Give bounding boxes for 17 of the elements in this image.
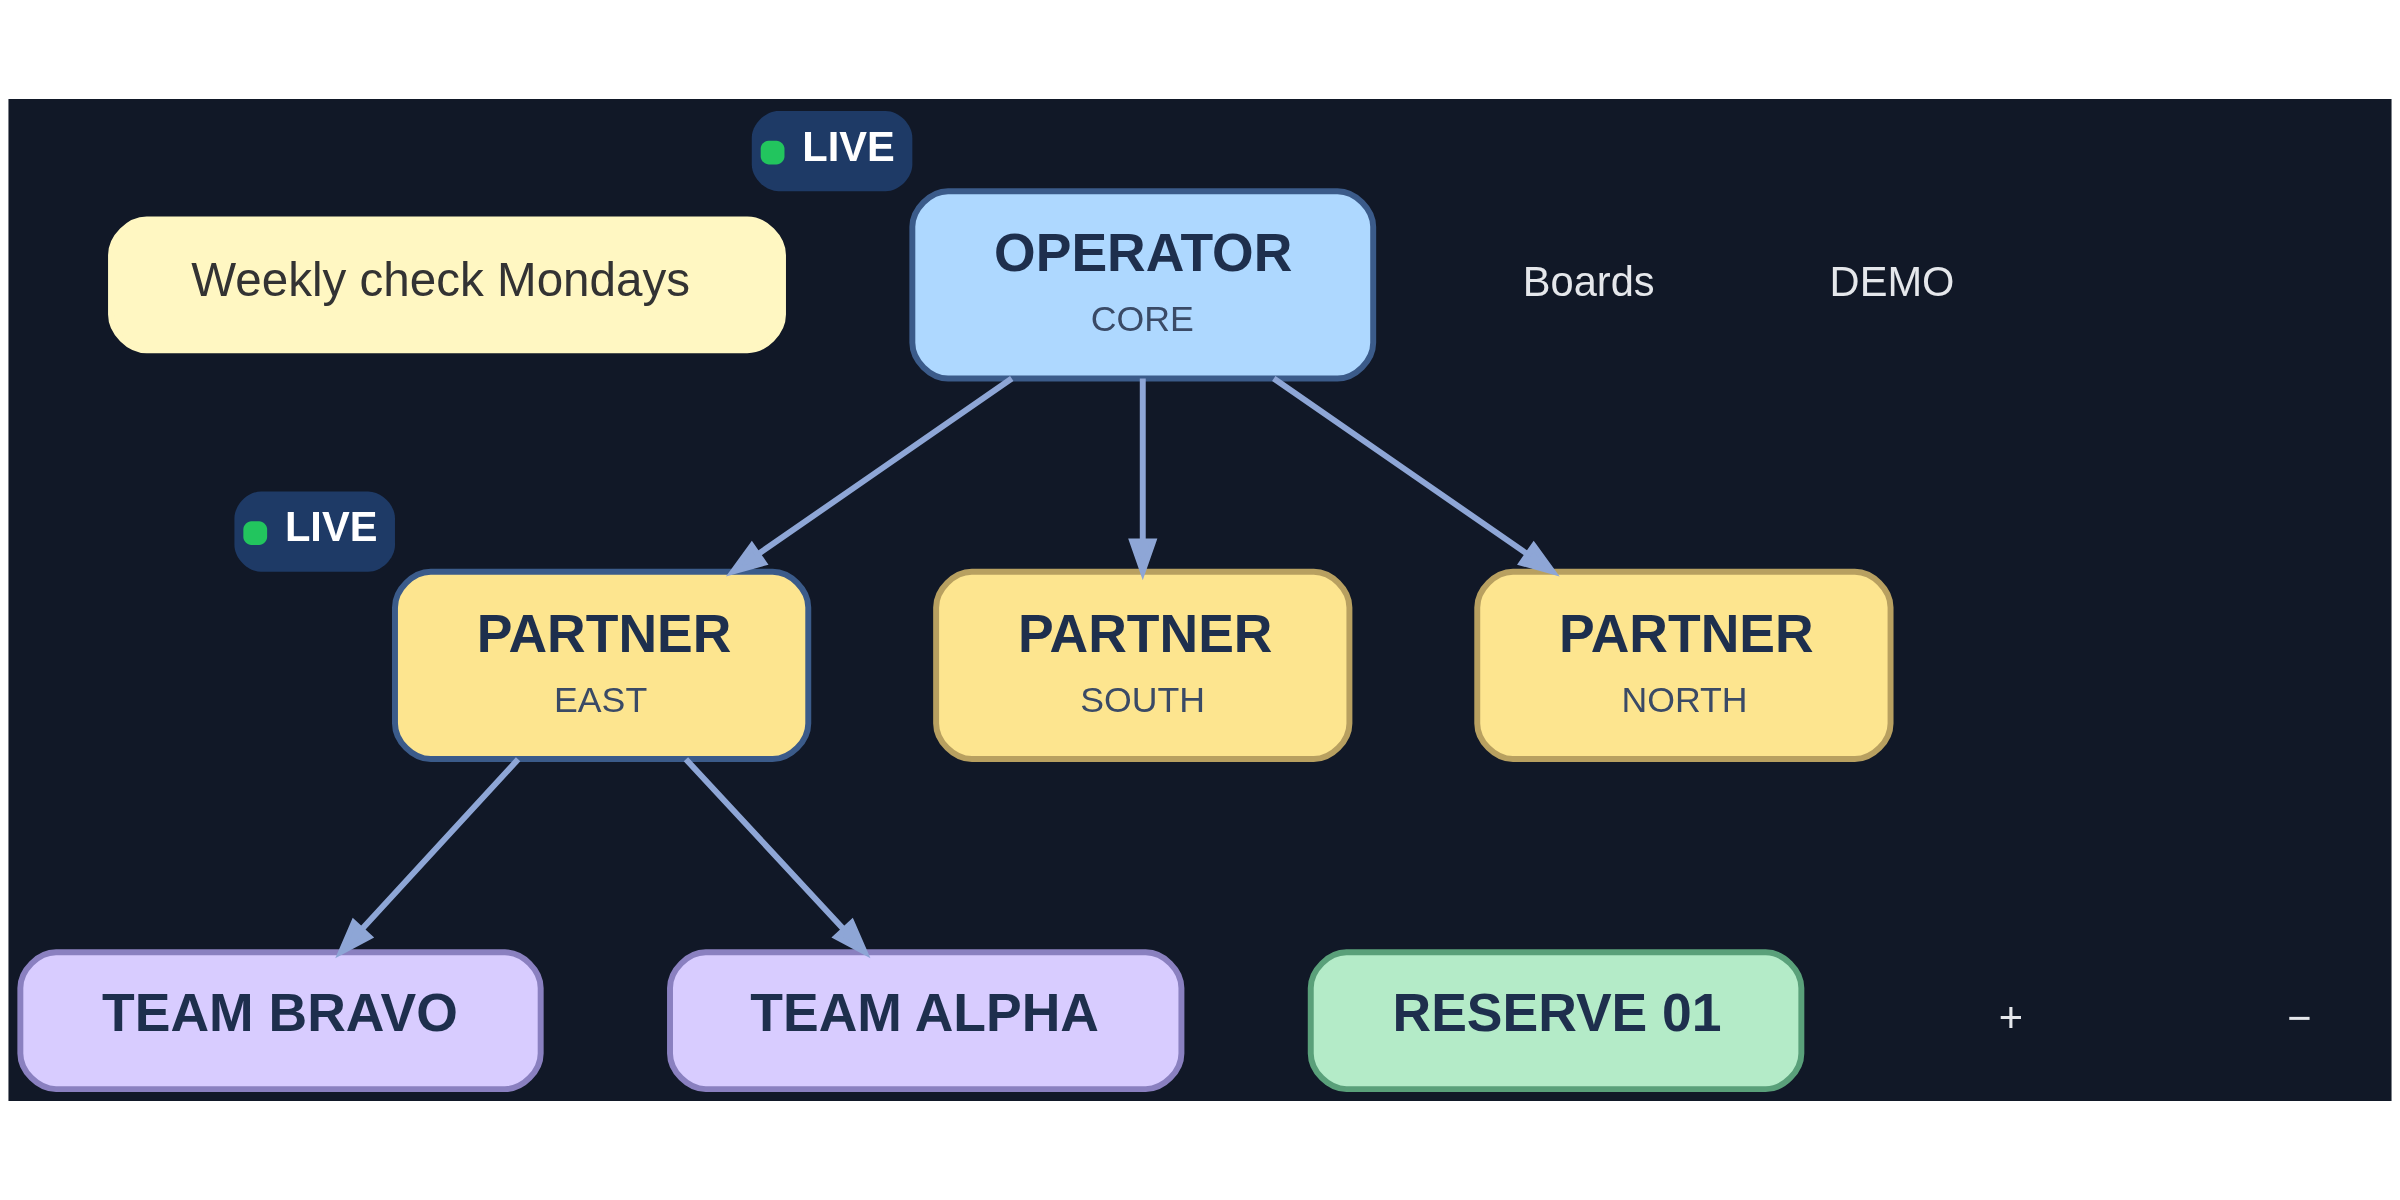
label: − bbox=[2287, 993, 2312, 1041]
node-box: PARTNER SOUTH bbox=[933, 568, 1353, 763]
arrow bbox=[725, 376, 1014, 577]
arrow bbox=[335, 757, 521, 959]
arrow bbox=[683, 757, 871, 959]
node-box: TEAM ALPHA bbox=[667, 949, 1185, 1093]
label: + bbox=[1998, 993, 2024, 1041]
node-label: LIVE bbox=[802, 122, 895, 170]
node-box: TEAM BRAVO bbox=[17, 949, 544, 1093]
node-box: RESERVE 01 bbox=[1307, 949, 1805, 1093]
node-label: LIVE bbox=[284, 503, 378, 551]
arrow bbox=[1272, 376, 1560, 577]
arrow bbox=[1128, 378, 1158, 581]
label: DEMO bbox=[1829, 257, 1955, 305]
node-box: PARTNER NORTH bbox=[1474, 568, 1894, 763]
node-box: Weekly check Mondays bbox=[108, 216, 786, 354]
label: Boards bbox=[1522, 257, 1655, 305]
